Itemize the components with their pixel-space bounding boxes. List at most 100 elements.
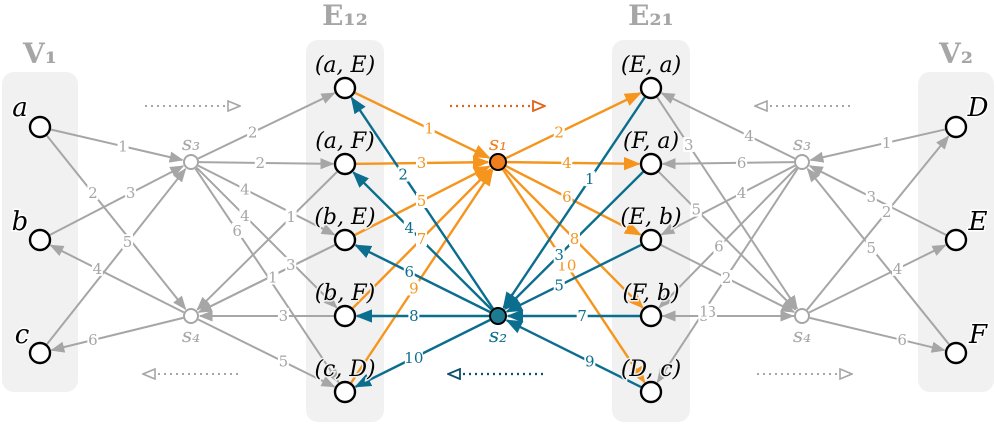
edge-label-E-R3: 3 <box>867 188 877 206</box>
edge-label-bg <box>881 134 893 150</box>
edge-L4-cD <box>197 318 336 388</box>
edge-label-Dc-s2: 9 <box>585 353 595 371</box>
edge-label-s2-cD: 10 <box>404 349 423 367</box>
edge-label-bg <box>576 308 588 323</box>
edge-Ea-s2 <box>502 96 646 310</box>
edge-label-R4-Fb: 3 <box>707 303 717 321</box>
edge-F-R3 <box>806 167 950 346</box>
edge-label-L3-bF: 4 <box>240 207 250 225</box>
node-b <box>28 228 52 252</box>
node-label-Ea: (E, a) <box>621 53 681 78</box>
edge-label-bg <box>865 189 877 205</box>
edge-label-bg <box>231 223 243 238</box>
edge-s1-Eb <box>505 165 642 236</box>
edge-label-Fa-s2: 3 <box>554 246 564 264</box>
edge-label-bg <box>247 124 259 140</box>
node-bE <box>333 228 357 252</box>
edge-aF-L4 <box>196 171 338 311</box>
node-cD <box>333 380 357 404</box>
edge-label-L3-bE: 4 <box>240 180 250 198</box>
edge-label-bg <box>584 353 596 369</box>
node-label-Fa: (F, a) <box>623 129 679 154</box>
node-label-Fb: (F, b) <box>622 281 679 306</box>
edge-L3-bE <box>197 164 336 236</box>
edge-label-bg <box>239 207 251 223</box>
node-aF <box>333 152 357 176</box>
edge-label-bg <box>285 256 297 272</box>
edge-label-F-R3: 5 <box>867 239 877 257</box>
edge-label-s2-aF: 4 <box>404 219 414 237</box>
edge-label-bg <box>561 154 573 170</box>
node-aE <box>333 76 357 100</box>
edge-label-Fa-R4: 5 <box>692 201 702 219</box>
edge-label-bg <box>254 154 266 170</box>
edge-Eb-s2 <box>505 243 642 313</box>
edge-label-bg <box>553 124 565 140</box>
edge-label-bg <box>881 204 893 220</box>
node-label-s1: s₁ <box>489 131 507 155</box>
edge-L4-c <box>50 316 184 353</box>
edge-label-bE-s1: 5 <box>417 192 427 210</box>
node-label-R4: s₄ <box>793 323 811 347</box>
edge-L3-bF <box>195 166 338 309</box>
edge-label-Ea-R4: 3 <box>684 136 694 154</box>
node-Fb <box>639 304 663 328</box>
node-a <box>28 115 52 139</box>
edge-label-bg <box>408 308 420 323</box>
edge-label-s1-Ea: 2 <box>554 123 564 141</box>
node-label-aE: (a, E) <box>315 53 375 78</box>
edge-labels: 1234562244611335352534646113524613579246… <box>87 120 908 371</box>
edge-label-L3-cD: 6 <box>232 222 242 240</box>
edge-R4-D <box>806 135 950 311</box>
edge-R3-Fa <box>661 158 795 170</box>
edge-label-L4-c: 6 <box>88 331 98 349</box>
edge-label-b-L3: 3 <box>126 184 136 202</box>
edge-b-L3 <box>49 165 185 236</box>
edge-label-bg <box>416 231 427 246</box>
edge-label-L4-b: 4 <box>93 260 103 278</box>
node-Eb <box>639 228 663 252</box>
edge-label-bg <box>87 332 99 348</box>
edge-label-aE-s1: 1 <box>424 120 434 138</box>
edge-label-bg <box>865 239 877 255</box>
node-R3 <box>794 154 810 170</box>
edge-Dc-s2 <box>505 319 642 389</box>
edge-label-Fb-s2: 7 <box>577 307 587 325</box>
edge-R3-Fb <box>658 167 798 309</box>
node-label-L4: s₄ <box>182 323 200 347</box>
nodes <box>28 76 968 404</box>
edge-label-bg <box>87 185 99 201</box>
edge-label-aF-s1: 3 <box>417 154 427 172</box>
edge-label-Ea-s2: 1 <box>585 170 595 188</box>
edge-label-bE-L4: 1 <box>268 269 278 287</box>
node-label-D: D <box>967 93 989 123</box>
edge-label-bg <box>553 247 565 263</box>
node-F <box>944 341 968 365</box>
edge-label-bg <box>122 234 134 250</box>
edge-label-Eb-R4: 2 <box>722 269 732 287</box>
edge-label-bg <box>117 138 129 154</box>
edge-label-bg <box>423 120 435 136</box>
edge-label-bg <box>91 260 103 276</box>
node-label-cD: (c, D) <box>314 357 375 382</box>
direction-arrows <box>143 106 852 374</box>
node-R4 <box>794 308 810 324</box>
edge-label-bg <box>561 189 573 205</box>
edge-label-bg <box>404 349 423 365</box>
title-e12: E₁₂ <box>322 0 368 32</box>
edge-label-bF-L4: 3 <box>279 307 289 325</box>
edge-label-bg <box>736 154 748 170</box>
group-panels <box>2 40 994 422</box>
edge-D-R3 <box>809 128 946 163</box>
edge-label-bg <box>569 231 580 246</box>
edge-cD-s1 <box>350 168 494 384</box>
edge-label-bg <box>267 269 279 285</box>
edge-label-bg <box>891 260 903 276</box>
edge-Ea-R4 <box>656 96 798 310</box>
node-label-F: F <box>968 320 988 350</box>
edge-Fa-R4 <box>658 171 797 311</box>
node-label-Eb: (E, b) <box>620 205 681 230</box>
edge-label-R3-Ea: 4 <box>744 127 754 145</box>
edge-label-bg <box>683 137 695 152</box>
edge-label-bg <box>239 181 251 197</box>
